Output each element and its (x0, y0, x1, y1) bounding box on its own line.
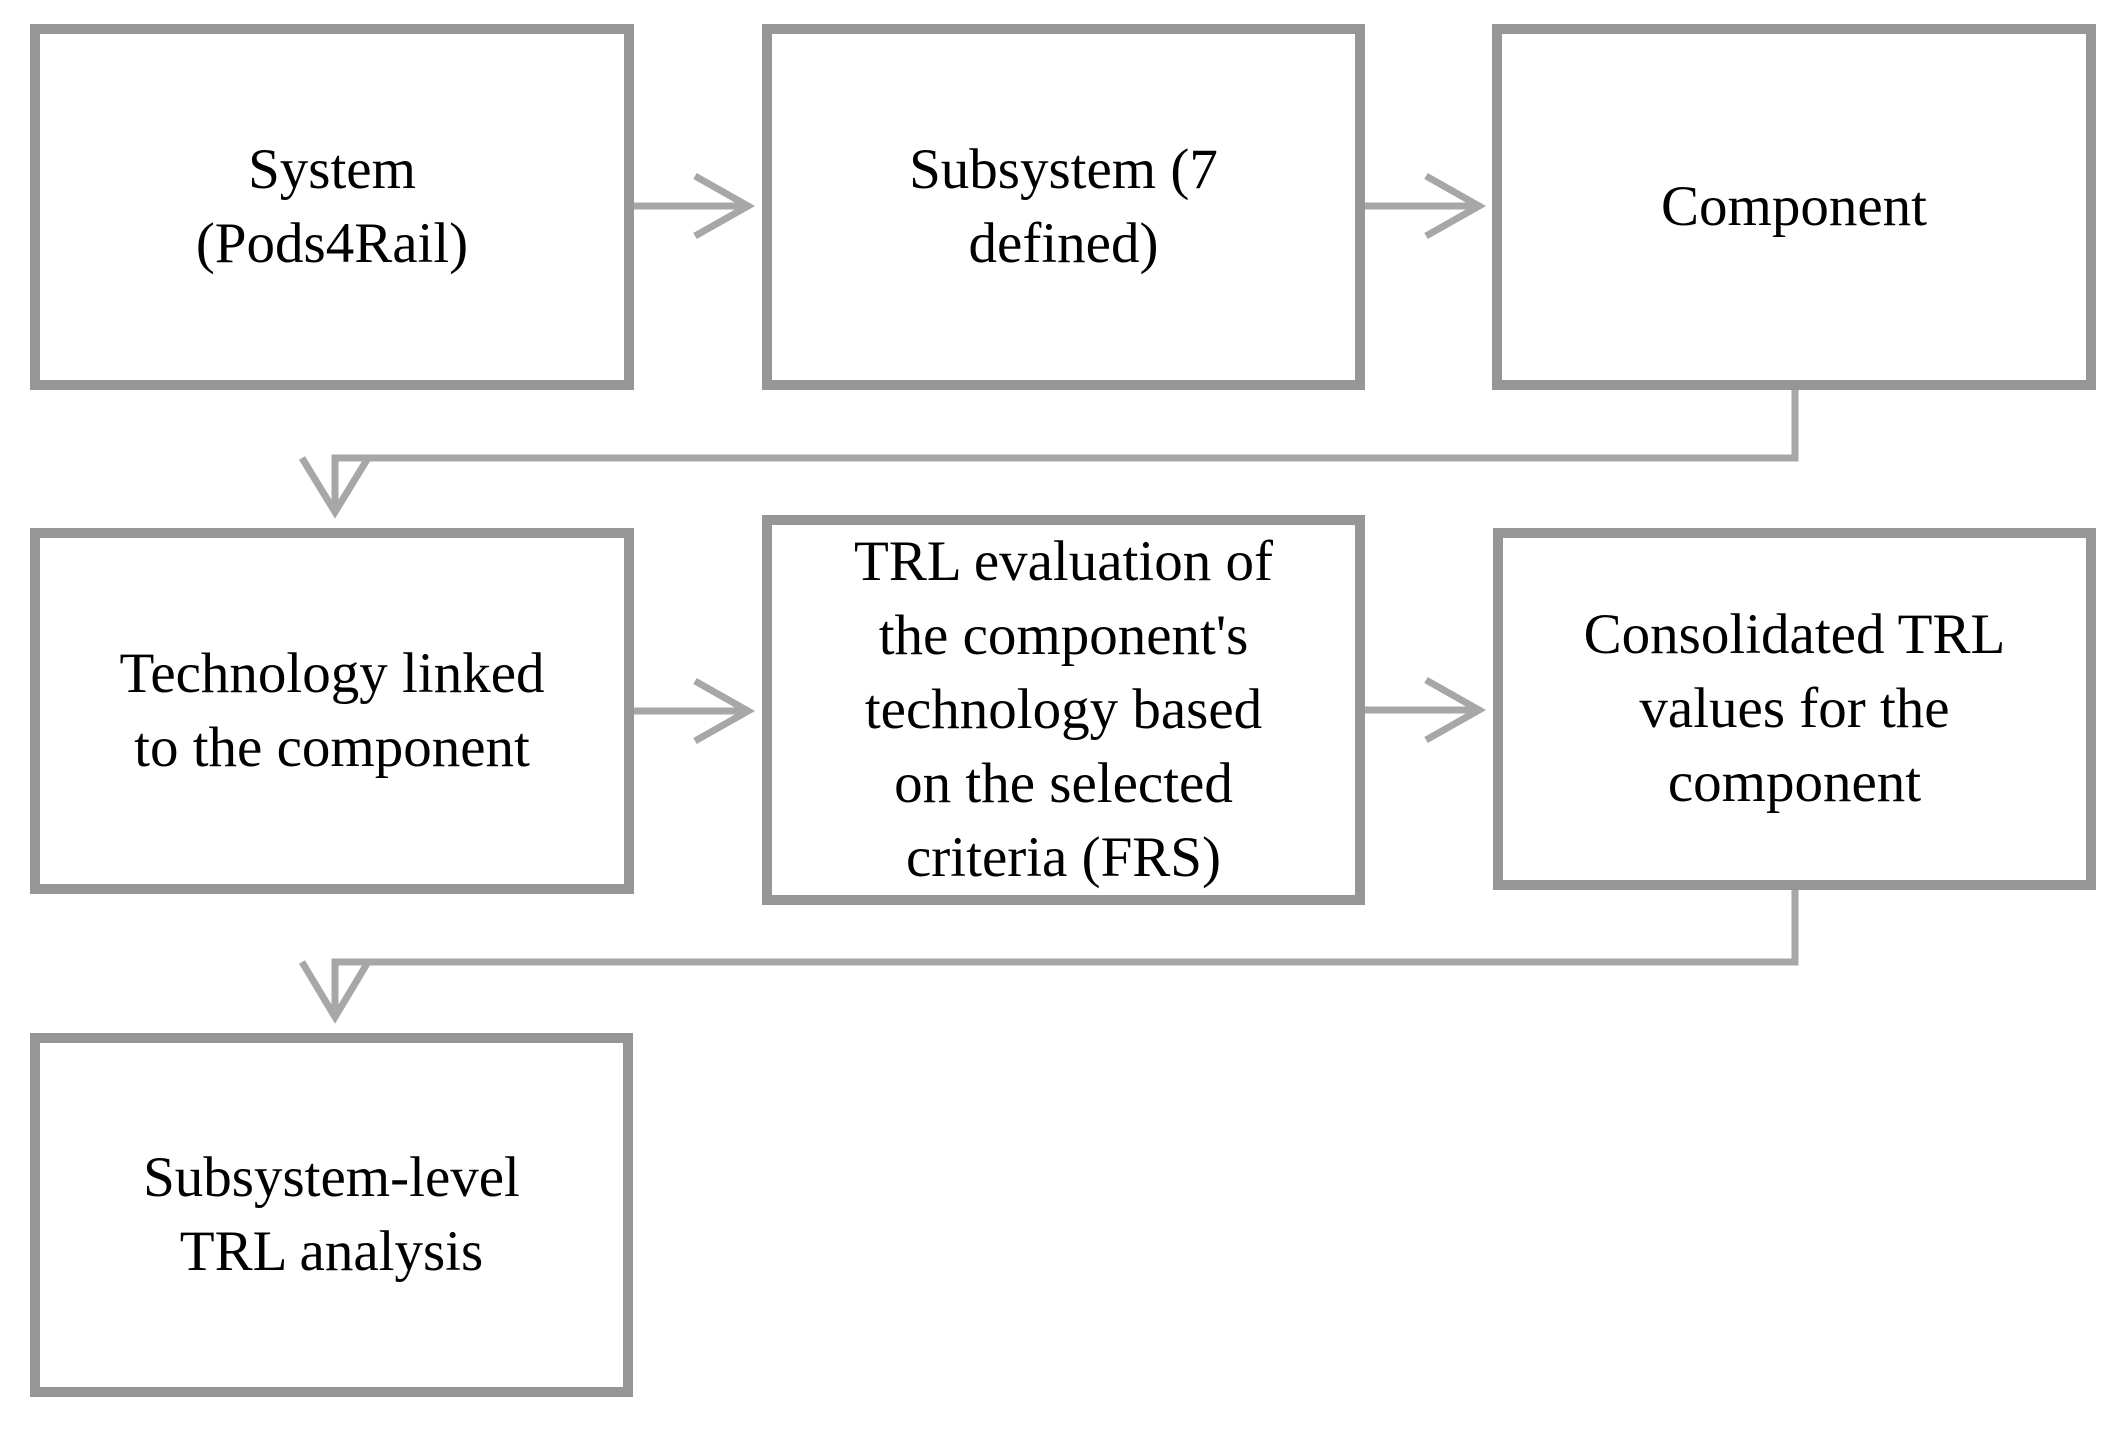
system-box: System (Pods4Rail) (30, 24, 634, 390)
arrow-technology-to-trl-evaluation (634, 677, 756, 745)
technology-linked-box: Technology linked to the component (30, 528, 634, 894)
subsystem-trl-analysis-box: Subsystem-level TRL analysis (30, 1033, 633, 1397)
arrow-trl-evaluation-to-consolidated (1365, 676, 1487, 744)
consolidated-trl-box: Consolidated TRL values for the componen… (1493, 528, 2096, 890)
elbow-component-to-technology (299, 390, 1799, 519)
arrow-system-to-subsystem (634, 172, 756, 240)
elbow-consolidated-to-analysis (298, 890, 1799, 1024)
trl-evaluation-box: TRL evaluation of the component's techno… (762, 515, 1365, 905)
subsystem-box: Subsystem (7 defined) (762, 24, 1365, 390)
component-box: Component (1492, 24, 2096, 390)
arrow-subsystem-to-component (1365, 172, 1487, 240)
